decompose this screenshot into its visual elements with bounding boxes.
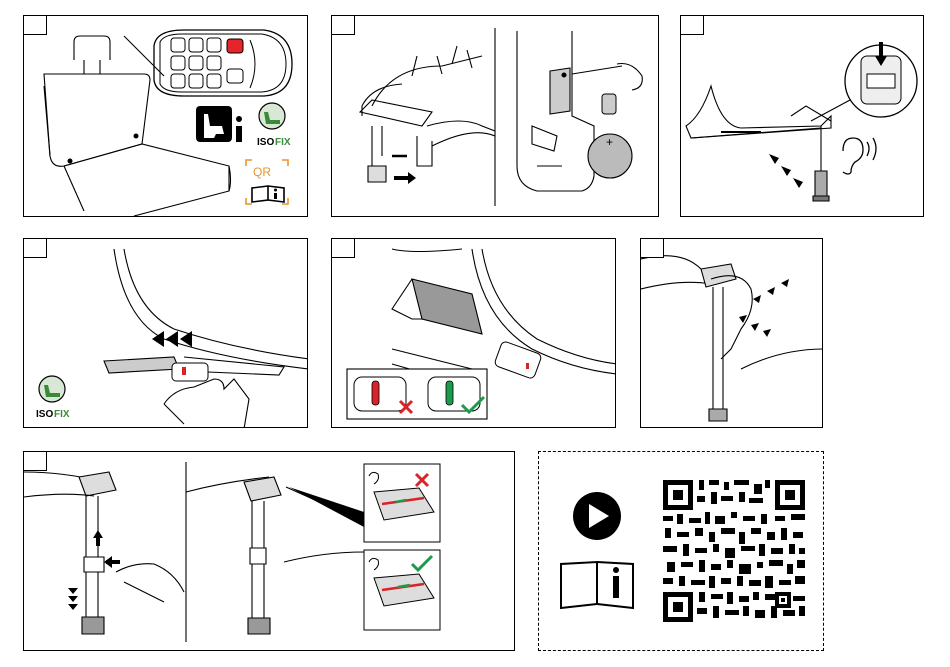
isofix-label-iso: ISO (36, 409, 53, 420)
step-number-box (332, 16, 355, 35)
support-leg-illustration (641, 239, 823, 428)
step-panel-2: + (331, 15, 659, 217)
manual-info-icon (561, 562, 633, 608)
ear-sound-icon (843, 138, 876, 174)
step-number-box (641, 239, 664, 258)
isofix-label-iso: ISO (257, 137, 274, 148)
isofix-label-fix: FIX (275, 137, 291, 148)
arrow-up-icon (93, 530, 103, 546)
svg-text:+: + (606, 135, 613, 149)
direction-triangles-icon (739, 279, 789, 337)
step-panel-3 (680, 15, 924, 217)
seat-map-icon (154, 30, 292, 96)
isofix-indicator-illustration (332, 239, 616, 428)
direction-triangles-icon (68, 588, 78, 610)
isofix-connection-illustration: ISO FIX (24, 239, 308, 428)
qr-label: QR (253, 165, 271, 179)
step-panel-6 (640, 238, 823, 428)
support-leg-adjust-illustration (24, 452, 515, 651)
play-button-icon[interactable] (573, 492, 621, 540)
isofix-label-fix: FIX (54, 409, 70, 420)
step-number-box (24, 239, 47, 258)
indicator-inset-correct (364, 550, 440, 630)
direction-triangles-icon (769, 154, 803, 188)
step-panel-1: ISO FIX QR (23, 15, 308, 217)
step-number-box (24, 16, 47, 35)
child-seat-info-icon (196, 106, 242, 142)
qr-code-icon[interactable] (663, 480, 805, 622)
base-sound-illustration (681, 16, 924, 217)
indicator-inset-wrong (364, 464, 440, 542)
qr-panel-graphics (539, 452, 825, 652)
arrow-left-icon (104, 556, 120, 568)
arrow-right-icon (394, 172, 416, 184)
step-panel-5 (331, 238, 616, 428)
isofix-logo-icon: ISO FIX (257, 103, 291, 148)
step-number-box (681, 16, 704, 35)
vehicle-seat-illustration: ISO FIX QR (24, 16, 308, 217)
isofix-logo-icon: ISO FIX (36, 376, 70, 420)
step-number-box (332, 239, 355, 258)
isofix-arms-battery-illustration: + (332, 16, 659, 217)
video-manual-qr-panel (538, 451, 824, 651)
step-panel-7 (23, 451, 515, 651)
step-panel-4: ISO FIX (23, 238, 308, 428)
battery-icon (602, 94, 616, 114)
step-number-box (24, 452, 47, 471)
